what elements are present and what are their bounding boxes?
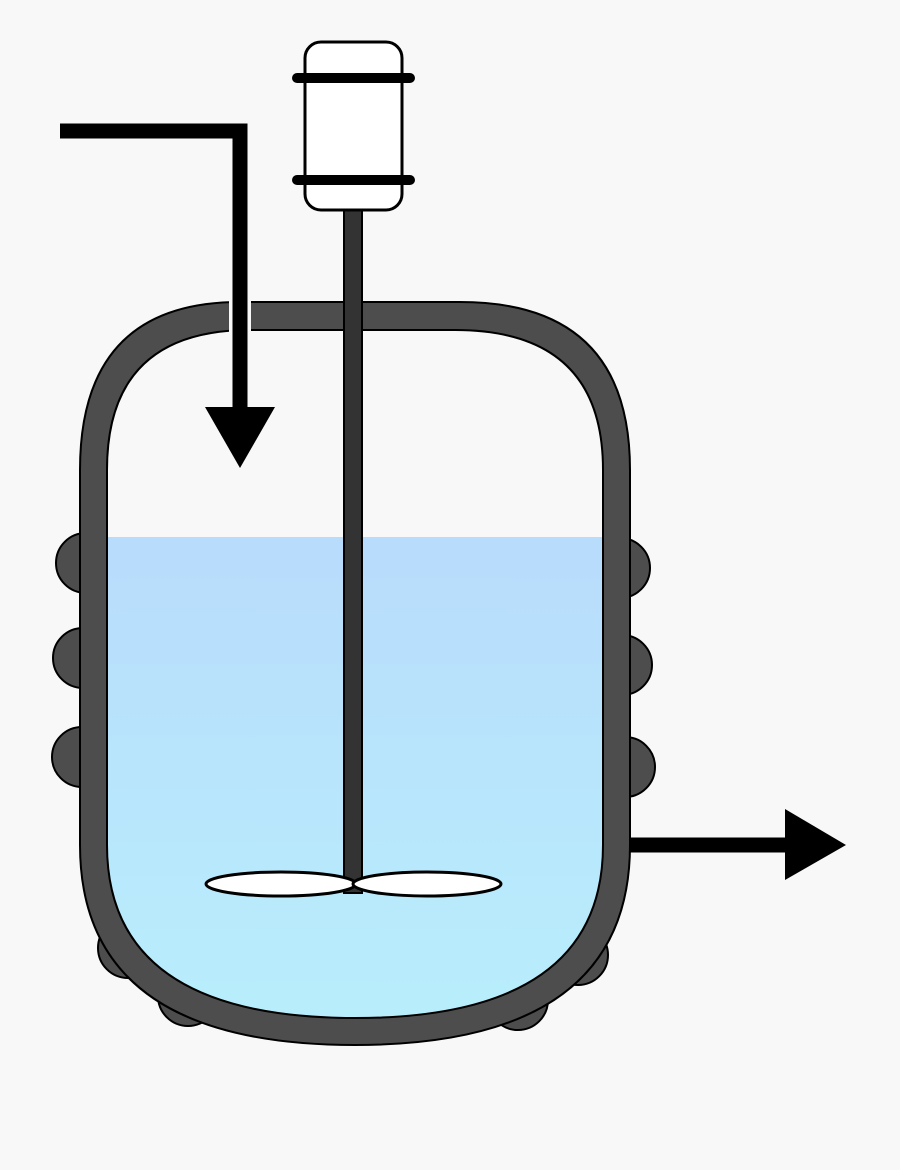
agitator-shaft [343, 207, 363, 894]
inlet-arrow-icon [60, 123, 275, 468]
impeller-icon [204, 870, 503, 898]
vessel-wall [79, 301, 631, 1047]
motor-icon [292, 40, 415, 212]
outlet-arrow-icon [630, 809, 846, 880]
